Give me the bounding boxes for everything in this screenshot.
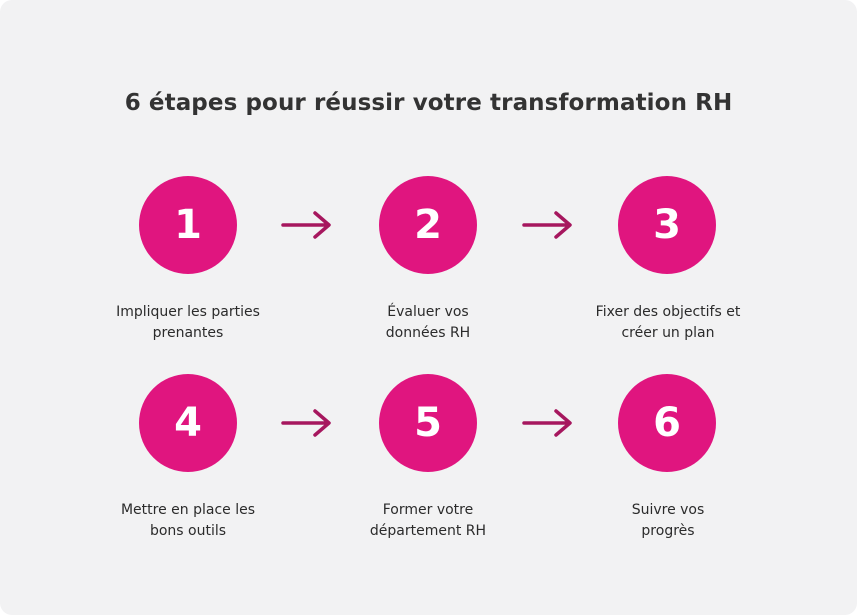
step-4-circle: 4 [139,374,237,472]
step-5-label: Former votre département RH [318,500,538,542]
step-1-label: Impliquer les parties prenantes [78,302,298,344]
step-4-label-line1: Mettre en place les [120,502,256,518]
right-arrow-icon [281,211,331,239]
step-3-label-line1: Fixer des objectifs et [595,304,741,320]
step-5-label-line2: département RH [369,523,487,539]
step-1-circle: 1 [139,176,237,274]
step-6-circle: 6 [618,374,716,472]
page-title: 6 étapes pour réussir votre transformati… [124,90,733,116]
step-2-circle: 2 [379,176,477,274]
step-6-label: Suivre vos progrès [558,500,778,542]
right-arrow-icon [522,211,572,239]
step-2-label: Évaluer vos données RH [318,302,538,344]
right-arrow-icon [522,409,572,437]
step-4-label-line2: bons outils [149,523,227,539]
step-2-label-line2: données RH [385,325,471,341]
step-5-label-line1: Former votre [382,502,474,518]
step-2-label-line1: Évaluer vos [387,304,469,320]
step-1-label-line2: prenantes [152,325,224,341]
step-5-circle: 5 [379,374,477,472]
step-3-circle: 3 [618,176,716,274]
right-arrow-icon [281,409,331,437]
step-3-label: Fixer des objectifs et créer un plan [558,302,778,344]
step-4-label: Mettre en place les bons outils [78,500,298,542]
step-6-label-line2: progrès [641,523,695,539]
step-1-label-line1: Impliquer les parties [116,304,260,320]
step-3-label-line2: créer un plan [621,325,715,341]
step-6-label-line1: Suivre vos [631,502,705,518]
